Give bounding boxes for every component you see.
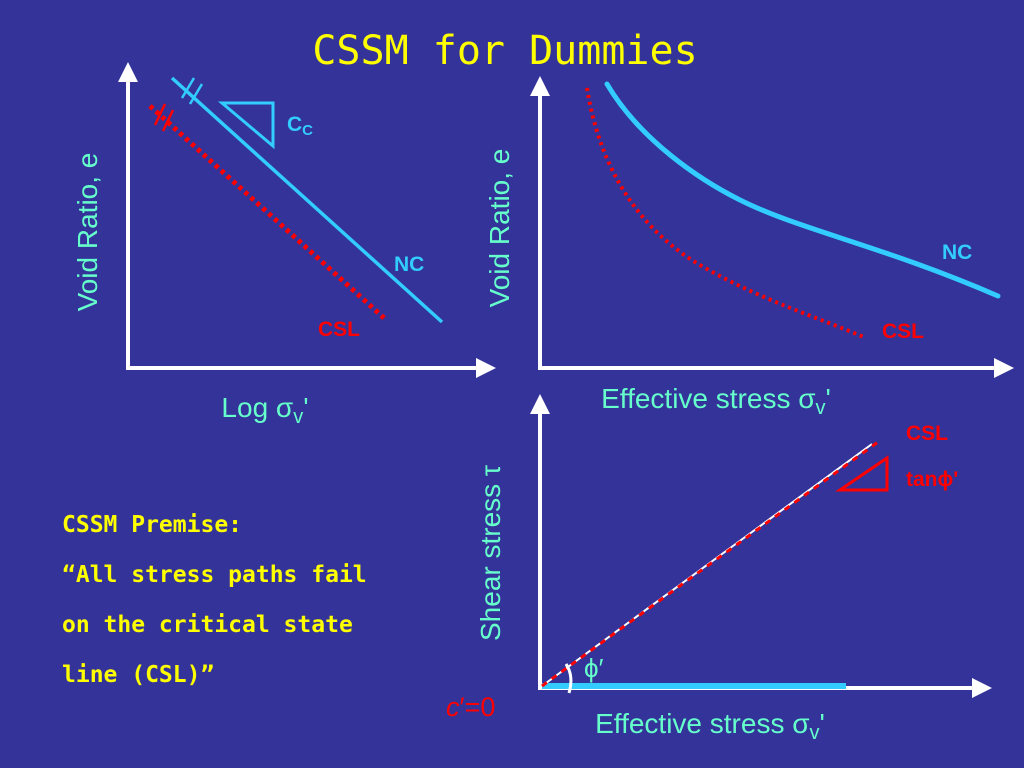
right-x-label: Effective stress σv' (601, 383, 831, 419)
plot-shear-stress: CSL tanϕ' ϕ′ c′=0 Shear stress τ Effecti… (446, 394, 992, 744)
nc-curve (604, 81, 1001, 299)
right-y-label: Void Ratio, e (484, 149, 515, 308)
csl-parallel-marks (153, 103, 175, 132)
csl-failure-line (541, 440, 879, 688)
tan-phi-triangle (835, 455, 889, 492)
shear-csl-label: CSL (906, 422, 948, 445)
csl-curve (585, 87, 867, 340)
premise-line: “All stress paths fail (62, 562, 367, 588)
page-title: CSSM for Dummies (312, 28, 697, 74)
shear-x-label: Effective stress σv' (595, 708, 825, 744)
premise-heading: CSSM Premise: (62, 512, 243, 538)
left-csl-label: CSL (318, 318, 360, 341)
tan-phi-label: tanϕ' (906, 468, 958, 491)
csl-line (148, 104, 386, 320)
left-x-label: Log σv' (221, 392, 308, 428)
premise-line: line (CSL)” (62, 662, 215, 688)
right-csl-label: CSL (882, 320, 924, 343)
shear-y-label: Shear stress τ (475, 465, 506, 641)
cssm-premise: CSSM Premise: “All stress paths fail on … (62, 500, 442, 700)
premise-line: on the critical state (62, 612, 353, 638)
cc-slope-triangle (217, 101, 275, 150)
right-nc-label: NC (942, 241, 972, 264)
cc-label: CC (287, 113, 313, 139)
phi-label: ϕ′ (584, 653, 604, 683)
cohesion-label: c′=0 (446, 692, 495, 722)
left-nc-label: NC (394, 253, 424, 276)
plot-log-stress: CC NC CSL Void Ratio, e Log σv' (72, 62, 496, 428)
phi-angle-arc (564, 663, 573, 694)
nc-line (170, 76, 444, 324)
plot-linear-stress: NC CSL Void Ratio, e Effective stress σv… (484, 76, 1014, 419)
left-y-label: Void Ratio, e (72, 153, 103, 312)
nc-parallel-marks (180, 77, 204, 105)
